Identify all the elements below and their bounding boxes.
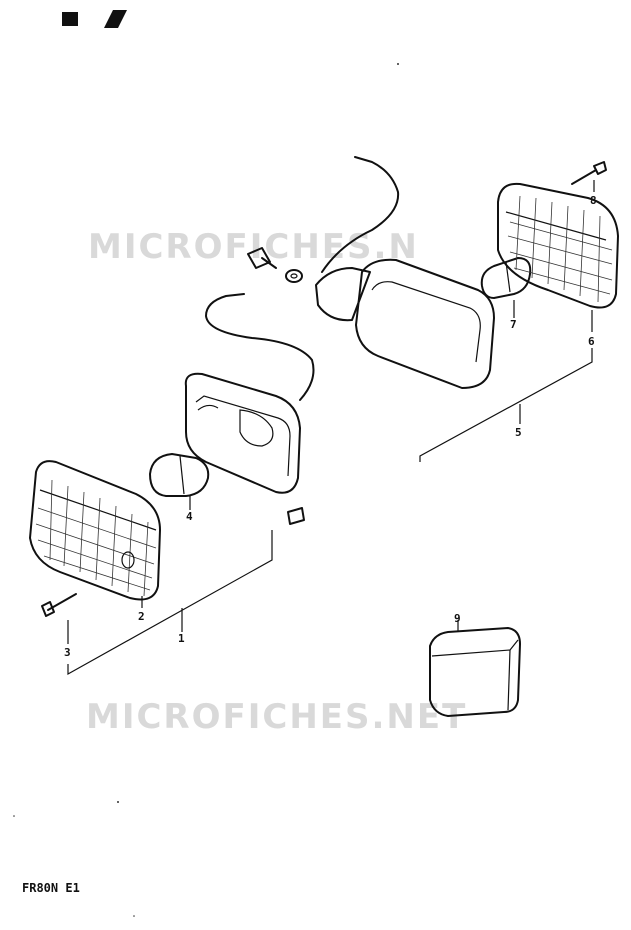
header-mark (62, 10, 127, 28)
right-lens-screw (571, 161, 607, 185)
left-lens-screw (41, 593, 77, 617)
left-lamp-lens (29, 460, 161, 601)
left-lamp-housing (184, 372, 301, 494)
housing-screw (287, 507, 305, 525)
callout-2: 2 (138, 610, 145, 623)
model-code: FR80N E1 (22, 881, 80, 895)
callout-8: 8 (590, 194, 597, 207)
callout-5: 5 (515, 426, 522, 439)
callout-3: 3 (64, 646, 71, 659)
right-lamp-lens (497, 182, 619, 309)
watermark-upper: MICROFICHES.N (88, 227, 419, 267)
reflector (429, 627, 521, 717)
leader-lines (67, 180, 595, 676)
watermark-lower: MICROFICHES.NET (86, 697, 467, 737)
callout-9: 9 (454, 612, 461, 625)
callout-1: 1 (178, 632, 185, 645)
right-lamp-wire (321, 156, 400, 273)
washer (285, 269, 303, 283)
scan-specks (13, 63, 399, 917)
right-lamp-housing (315, 258, 495, 389)
callout-4: 4 (186, 510, 193, 523)
left-bulb (149, 453, 210, 497)
callout-7: 7 (510, 318, 517, 331)
left-lamp-wire (205, 293, 315, 401)
mounting-bolt (247, 247, 277, 269)
callout-6: 6 (588, 335, 595, 348)
